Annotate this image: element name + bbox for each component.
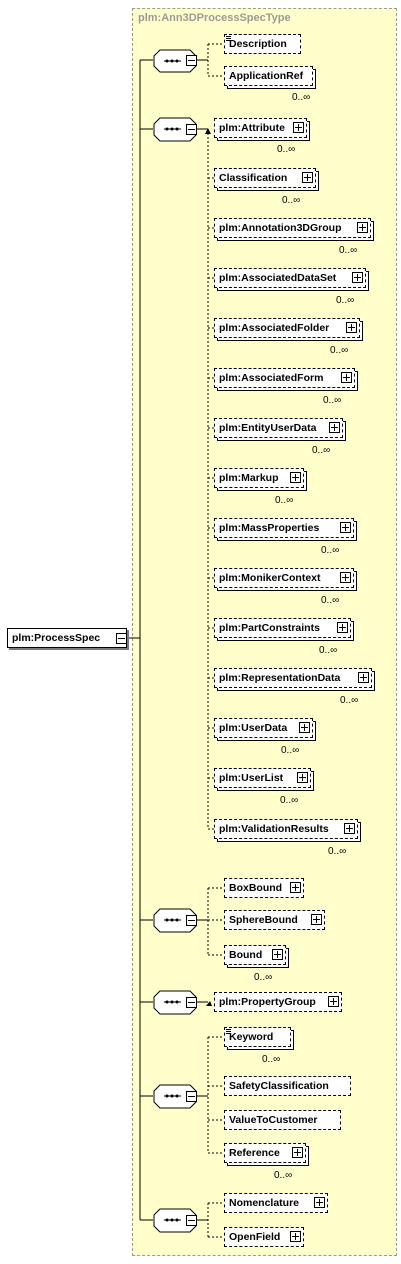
element-markup[interactable]: plm:Markup [214,468,304,488]
expand-icon[interactable] [358,672,369,683]
occurrence-label: 0..∞ [340,695,359,706]
element-valuetocustomer[interactable]: ValueToCustomer [224,1110,341,1130]
element-validationresults[interactable]: plm:ValidationResults [214,819,358,839]
collapse-toggle[interactable] [186,55,197,66]
element-associatedform[interactable]: plm:AssociatedForm [214,368,355,388]
element-userlist[interactable]: plm:UserList [214,768,311,788]
complex-type-name: plm:Ann3DProcessSpecType [138,12,291,24]
element-boxbound[interactable]: BoxBound [224,878,304,898]
expand-icon[interactable] [311,914,322,925]
expand-icon[interactable] [340,522,351,533]
root-element[interactable]: plm:ProcessSpec [7,628,127,648]
expand-icon[interactable] [352,272,363,283]
element-bound[interactable]: Bound [224,945,286,965]
occurrence-label: 0..∞ [321,545,340,556]
root-element-label: plm:ProcessSpec [12,632,101,644]
occurrence-label: 0..∞ [328,846,347,857]
occurrence-label: 0..∞ [339,245,358,256]
element-associatedfolder[interactable]: plm:AssociatedFolder [214,318,360,338]
element-classification[interactable]: Classification [214,168,316,188]
element-nomenclature[interactable]: Nomenclature [224,1193,328,1213]
expand-icon[interactable] [272,949,283,960]
element-keyword[interactable]: Keyword [224,1027,291,1047]
occurrence-label: 0..∞ [254,972,273,983]
expand-icon[interactable] [290,472,301,483]
element-reference[interactable]: Reference [224,1143,306,1163]
occurrence-label: 0..∞ [312,445,331,456]
expand-icon[interactable] [357,222,368,233]
occurrence-label: 0..∞ [336,295,355,306]
expand-icon[interactable] [299,722,310,733]
element-openfield[interactable]: OpenField [224,1227,304,1247]
collapse-toggle[interactable] [186,1215,197,1226]
element-partconstraints[interactable]: plm:PartConstraints [214,618,351,638]
occurrence-label: 0..∞ [292,92,311,103]
occurrence-label: 0..∞ [275,495,294,506]
element-annotation3dgroup[interactable]: plm:Annotation3DGroup [214,218,371,238]
occurrence-label: 0..∞ [319,645,338,656]
expand-icon[interactable] [337,622,348,633]
element-spherebound[interactable]: SphereBound [224,910,325,930]
expand-icon[interactable] [292,1147,303,1158]
element-safetyclassification[interactable]: SafetyClassification [224,1076,351,1096]
element-description[interactable]: Description [224,34,301,54]
occurrence-label: 0..∞ [323,395,342,406]
expand-icon[interactable] [344,823,355,834]
occurrence-label: 0..∞ [277,144,296,155]
documentation-icon [226,36,231,37]
collapse-toggle[interactable] [116,633,127,644]
occurrence-label: 0..∞ [274,1170,293,1181]
occurrence-label: 0..∞ [262,1054,281,1065]
expand-icon[interactable] [340,572,351,583]
element-associateddataset[interactable]: plm:AssociatedDataSet [214,268,366,288]
element-massproperties[interactable]: plm:MassProperties [214,518,354,538]
expand-icon[interactable] [346,322,357,333]
element-propertygroup[interactable]: plm:PropertyGroup [214,992,342,1012]
occurrence-label: 0..∞ [330,345,349,356]
element-userdata[interactable]: plm:UserData [214,718,313,738]
collapse-toggle[interactable] [186,915,197,926]
expand-icon[interactable] [314,1197,325,1208]
collapse-toggle[interactable] [186,124,197,135]
expand-icon[interactable] [290,1231,301,1242]
element-monikercontext[interactable]: plm:MonikerContext [214,568,354,588]
expand-icon[interactable] [297,772,308,783]
occurrence-label: 0..∞ [282,195,301,206]
expand-icon[interactable] [290,882,301,893]
element-entityuserdata[interactable]: plm:EntityUserData [214,418,343,438]
element-attribute[interactable]: plm:Attribute [214,118,307,138]
expand-icon[interactable] [341,372,352,383]
element-applicationref[interactable]: Description ApplicationRef [224,66,313,86]
expand-icon[interactable] [302,172,313,183]
documentation-icon [226,1029,231,1030]
expand-icon[interactable] [328,996,339,1007]
expand-icon[interactable] [329,422,340,433]
expand-icon[interactable] [293,122,304,133]
occurrence-label: 0..∞ [280,795,299,806]
collapse-toggle[interactable] [186,1091,197,1102]
occurrence-label: 0..∞ [321,595,340,606]
element-representationdata[interactable]: plm:RepresentationData [214,668,372,688]
collapse-toggle[interactable] [186,997,197,1008]
occurrence-label: 0..∞ [281,745,300,756]
